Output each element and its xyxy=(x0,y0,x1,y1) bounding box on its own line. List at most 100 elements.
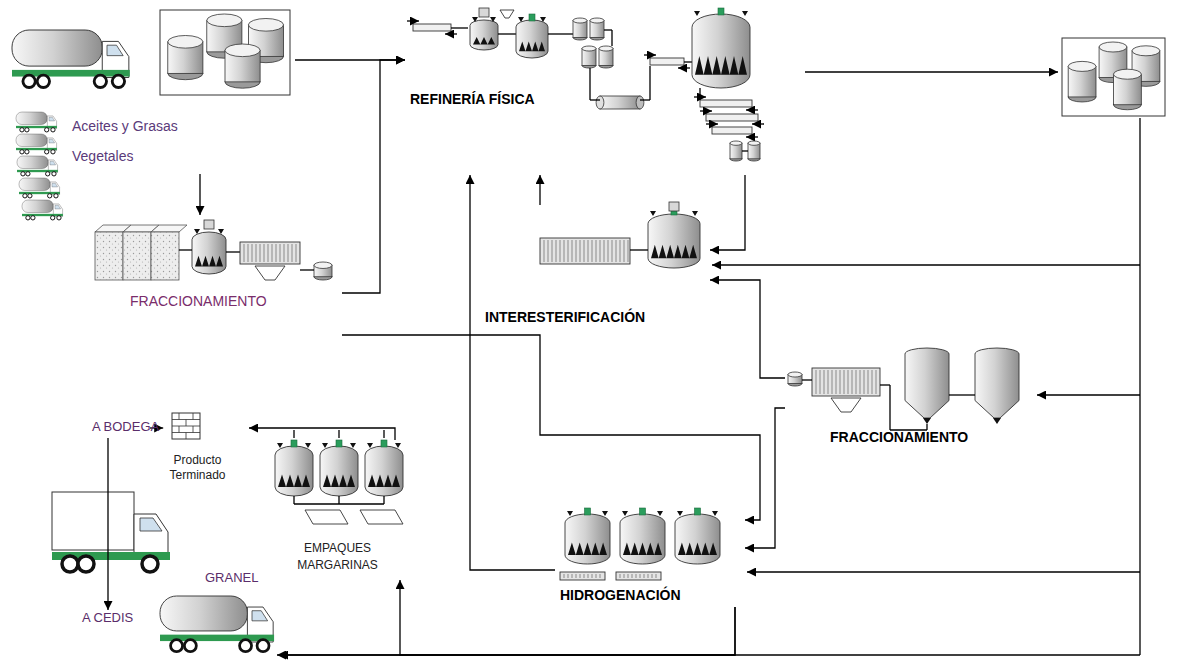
process-label: HIDROGENACIÓN xyxy=(560,587,681,604)
pipe-line xyxy=(649,66,650,100)
flow-arrow xyxy=(710,175,745,250)
truck-tank xyxy=(17,156,48,169)
process-box: FRACCIONAMIENTO xyxy=(785,345,1035,450)
packing-machine xyxy=(305,510,403,524)
truck-wheel xyxy=(94,75,106,87)
valve-mark xyxy=(277,443,311,448)
heat-exchanger xyxy=(700,100,752,107)
tanker-truck xyxy=(12,30,130,87)
silo xyxy=(975,348,1019,418)
valve-mark xyxy=(677,511,718,516)
vessel-nozzle xyxy=(336,440,342,447)
drum-end xyxy=(636,96,644,109)
truck-wheel xyxy=(23,75,35,87)
truck-wheel xyxy=(57,216,61,220)
pipe-line xyxy=(338,496,339,504)
truck-wheel xyxy=(46,172,50,176)
truck-tank xyxy=(16,112,47,125)
destination-text: A CEDIS xyxy=(82,610,133,626)
agitator-blades xyxy=(678,542,717,555)
filter-plates xyxy=(816,370,876,394)
valve-mark xyxy=(322,443,356,448)
mixer-motor xyxy=(204,220,214,229)
truck-wheel xyxy=(25,150,29,154)
pipe-line xyxy=(805,71,1058,72)
valve-mark xyxy=(194,229,224,234)
tank-top xyxy=(248,19,283,32)
tank-top xyxy=(599,46,613,51)
agitator-blades xyxy=(519,42,545,52)
filter-press xyxy=(616,572,661,580)
truck-wheel xyxy=(142,556,158,572)
tank-farm-frame xyxy=(1062,38,1165,116)
tank-top xyxy=(573,18,587,23)
agitator-blades xyxy=(323,474,355,487)
reactor-vessel xyxy=(320,446,358,496)
cab-window xyxy=(107,45,123,55)
pipe-line xyxy=(338,430,339,438)
agitator-blades xyxy=(568,542,607,555)
reactor-vessel xyxy=(648,214,700,268)
tank-farm-frame xyxy=(160,10,290,95)
pipe-line xyxy=(747,571,1140,572)
valve-mark xyxy=(472,17,496,22)
truck-wheel xyxy=(23,194,27,198)
filter-press xyxy=(812,368,880,396)
truck-tank xyxy=(16,134,47,147)
pipe-line xyxy=(742,150,748,151)
pipe-line xyxy=(226,251,240,252)
flow-arrow xyxy=(470,175,555,570)
truck-wheel xyxy=(51,216,55,220)
pallet-bricks xyxy=(172,413,200,439)
reactor-vessel xyxy=(620,514,665,564)
process-box: HIDROGENACIÓN xyxy=(555,505,745,607)
truck-wheel xyxy=(78,556,94,572)
truck-wheel xyxy=(25,128,29,132)
silo-outlet xyxy=(923,418,931,424)
tanker-truck xyxy=(16,112,57,132)
cab-window xyxy=(50,161,56,165)
flow-arrow xyxy=(342,60,405,293)
filter-hopper xyxy=(831,398,861,412)
filter-plates xyxy=(244,244,296,262)
cab-window xyxy=(140,518,162,531)
pipe-line xyxy=(706,123,718,124)
vessel-nozzle xyxy=(640,508,646,515)
cab-window xyxy=(52,183,58,187)
pipe-line xyxy=(611,30,612,46)
silo xyxy=(905,348,949,418)
pipe-line xyxy=(548,33,573,34)
flow-arrow xyxy=(539,175,540,205)
cab-window xyxy=(49,139,55,143)
flow-arrow xyxy=(342,335,760,520)
filter-plates xyxy=(620,574,656,578)
agitator-blades xyxy=(623,542,662,555)
reactor-vessel xyxy=(516,20,548,58)
truck-wheel xyxy=(240,640,252,652)
tank-top xyxy=(748,141,760,145)
process-label: FRACCIONAMIENTO xyxy=(830,429,968,446)
filter-hopper xyxy=(255,266,285,280)
tank-top xyxy=(590,18,604,23)
crystallizer xyxy=(151,232,179,280)
truck-wheel xyxy=(20,150,24,154)
heat-exchanger xyxy=(413,24,451,31)
truck-wheel xyxy=(48,194,52,198)
valve-mark xyxy=(622,511,663,516)
crystallizer xyxy=(95,232,123,280)
vessel-nozzle xyxy=(291,440,297,447)
heat-exchanger xyxy=(706,114,758,121)
reactor-vessel xyxy=(565,514,610,564)
tanker-truck xyxy=(19,178,60,198)
truck-wheel xyxy=(21,172,25,176)
pipe-line xyxy=(752,123,764,124)
truck-wheel xyxy=(257,640,269,652)
filter-press xyxy=(540,238,630,264)
agitator-blades xyxy=(368,474,400,487)
pipe-line xyxy=(451,27,468,28)
flow-arrow xyxy=(277,607,735,655)
agitator-blades xyxy=(473,37,495,45)
truck-wheel xyxy=(26,172,30,176)
pipe-line xyxy=(699,88,700,100)
